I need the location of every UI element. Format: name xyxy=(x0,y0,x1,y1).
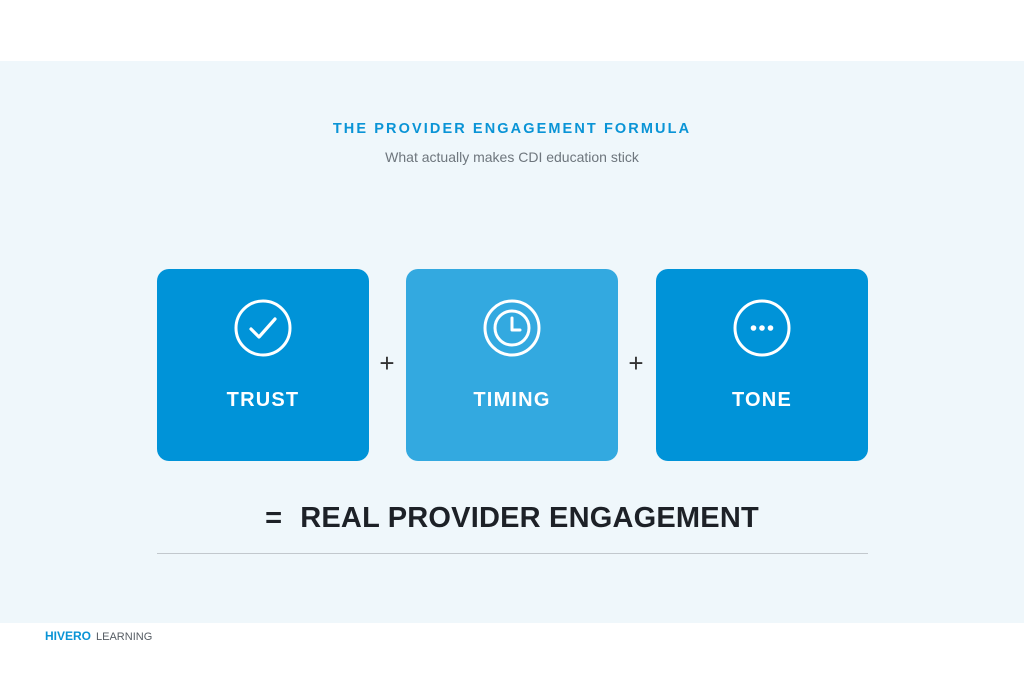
chat-dots-icon xyxy=(733,299,791,357)
clock-icon xyxy=(483,299,541,357)
card-tone: TONE xyxy=(656,269,868,461)
divider-line xyxy=(157,553,868,554)
equals-operator: = xyxy=(265,502,283,534)
formula-result: = REAL PROVIDER ENGAGEMENT xyxy=(0,502,1024,535)
card-trust: TRUST xyxy=(157,269,369,461)
result-text: REAL PROVIDER ENGAGEMENT xyxy=(300,502,759,534)
card-trust-label: TRUST xyxy=(226,389,300,411)
plus-operator: + xyxy=(379,348,395,378)
card-timing-label: TIMING xyxy=(473,389,551,411)
footer-logo: HIVERO LEARNING xyxy=(45,629,152,643)
card-tone-label: TONE xyxy=(732,389,792,411)
formula-eyebrow-title: THE PROVIDER ENGAGEMENT FORMULA xyxy=(332,121,692,137)
footer-brand: HIVERO xyxy=(45,629,92,643)
check-circle-icon xyxy=(234,299,292,357)
footer-brand-suffix: LEARNING xyxy=(96,631,153,643)
formula-subtitle: What actually makes CDI education stick xyxy=(385,149,639,165)
plus-operator: + xyxy=(628,348,644,378)
card-timing: TIMING xyxy=(406,269,618,461)
